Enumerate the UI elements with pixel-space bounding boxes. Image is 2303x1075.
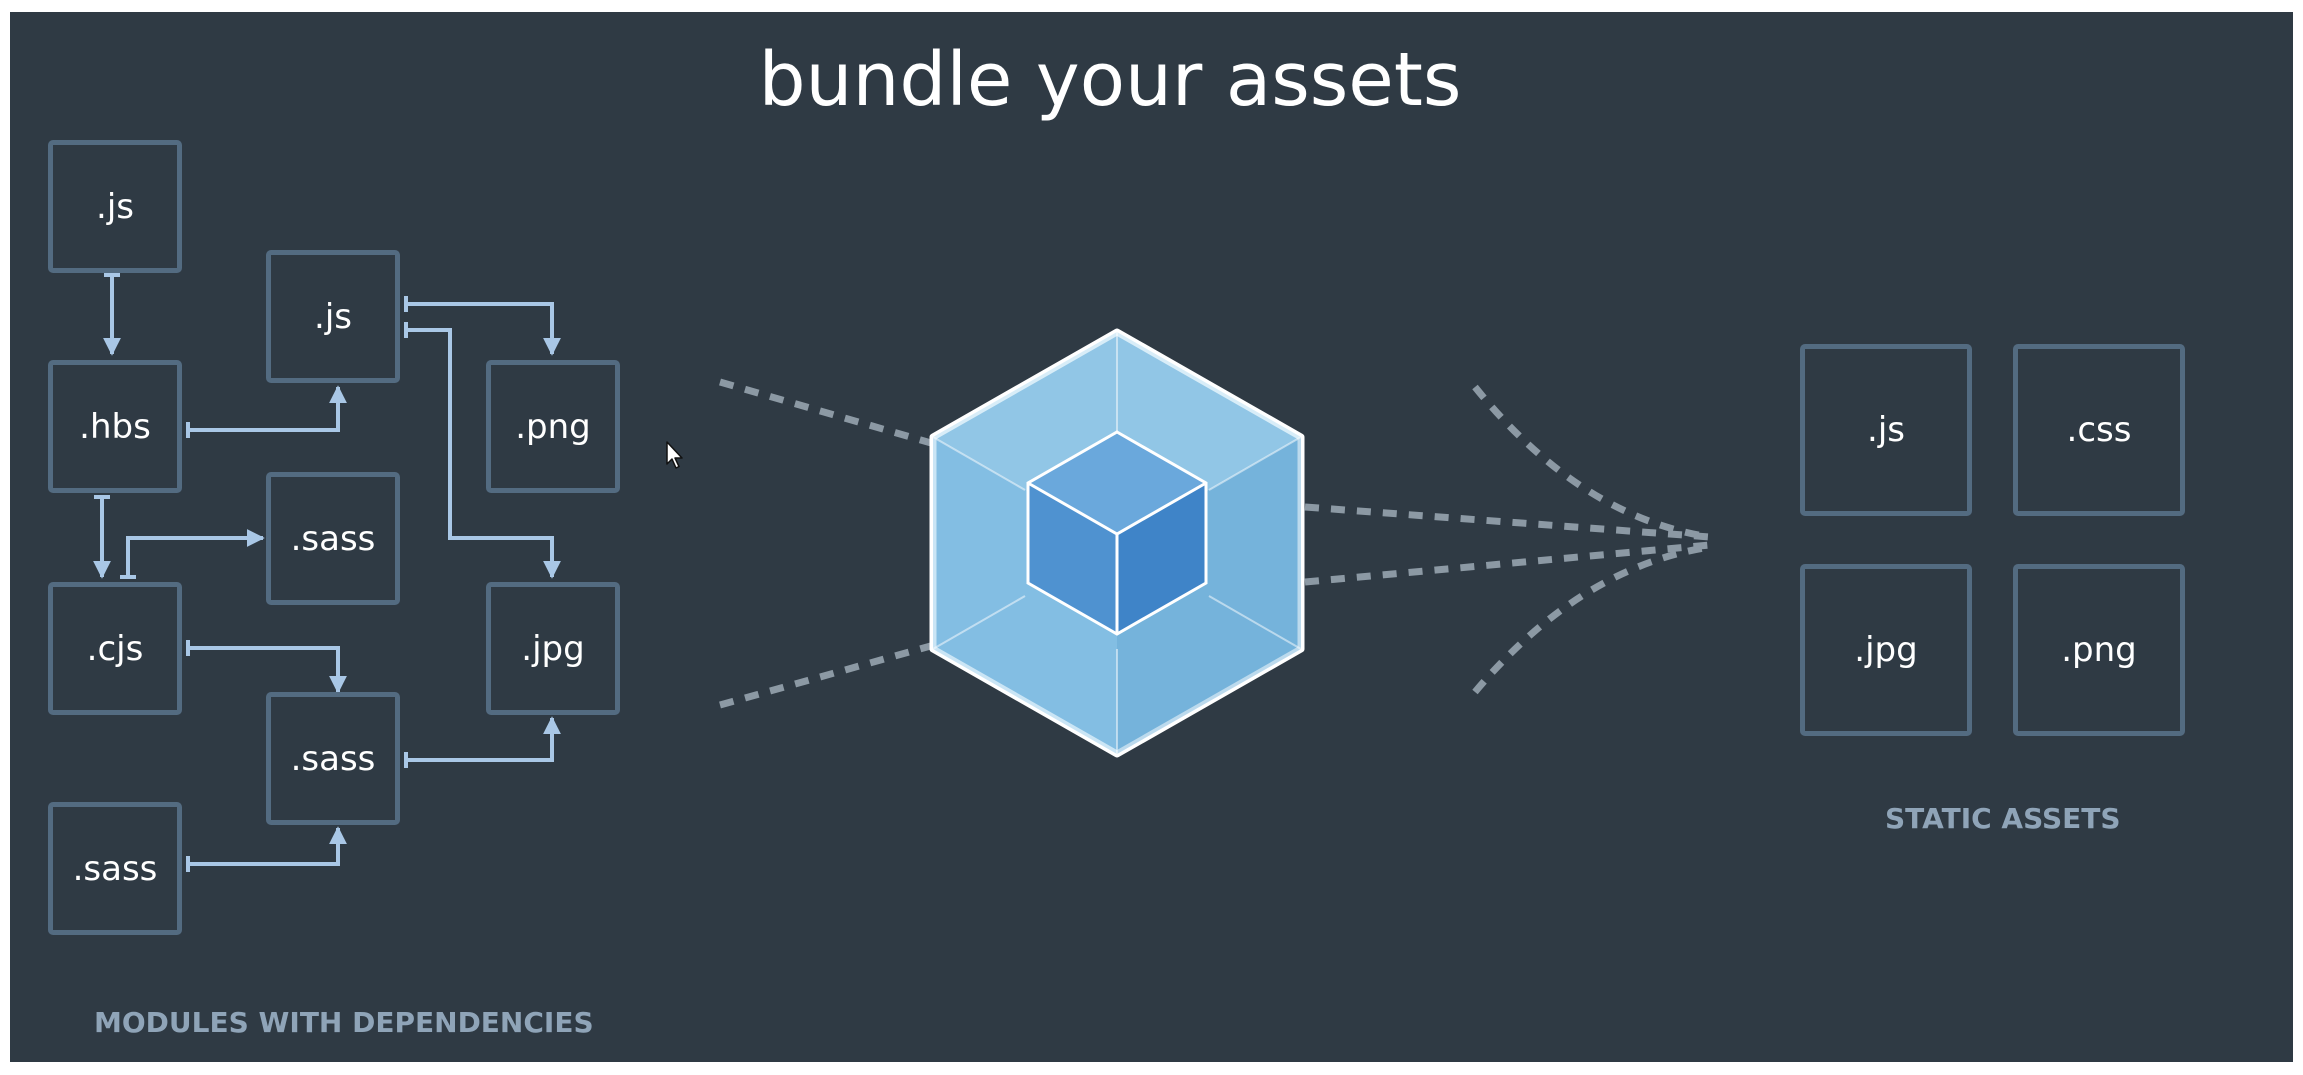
dash-in-bottom xyxy=(719,638,946,709)
arrow-sass-to-sass xyxy=(188,826,347,866)
arrow-cjs-to-sass-2 xyxy=(188,646,347,694)
arrow-cjs-to-sass xyxy=(126,529,265,577)
module-box-png: .png xyxy=(486,360,620,493)
module-box-cjs: .cjs xyxy=(48,582,182,715)
flow-dashes xyxy=(719,378,1711,709)
asset-box-css: .css xyxy=(2013,344,2185,516)
dash-fan-top xyxy=(1472,384,1711,541)
module-box-sass: .sass xyxy=(48,802,182,935)
arrow-hbs-to-js xyxy=(188,385,347,432)
arrow-js-to-png xyxy=(406,302,561,356)
mouse-pointer-icon xyxy=(666,441,683,469)
module-box-js: .js xyxy=(48,140,182,273)
static-assets-label: STATIC ASSETS xyxy=(1885,802,2121,835)
module-box-sass-3: .sass xyxy=(266,692,400,825)
arrow-js-to-jpg xyxy=(406,328,561,579)
module-box-hbs: .hbs xyxy=(48,360,182,493)
module-box-jpg: .jpg xyxy=(486,582,620,715)
asset-box-png: .png xyxy=(2013,564,2185,736)
asset-box-js: .js xyxy=(1800,344,1972,516)
module-box-sass-2: .sass xyxy=(266,472,400,605)
dependency-arrows xyxy=(93,273,561,872)
modules-label: MODULES WITH DEPENDENCIES xyxy=(94,1006,594,1039)
webpack-cube-icon xyxy=(929,328,1305,758)
slide: bundle your assets .js .hbs .cjs .sass .… xyxy=(10,12,2293,1062)
arrow-sass-to-jpg xyxy=(406,716,561,762)
diagram-canvas xyxy=(93,273,1711,872)
asset-box-jpg: .jpg xyxy=(1800,564,1972,736)
page-title: bundle your assets xyxy=(758,37,1462,123)
dash-out-top xyxy=(1304,503,1711,541)
module-box-js-2: .js xyxy=(266,250,400,383)
dash-out-bottom xyxy=(1304,541,1711,586)
dash-in-top xyxy=(719,378,946,451)
dash-fan-bottom xyxy=(1472,543,1711,695)
